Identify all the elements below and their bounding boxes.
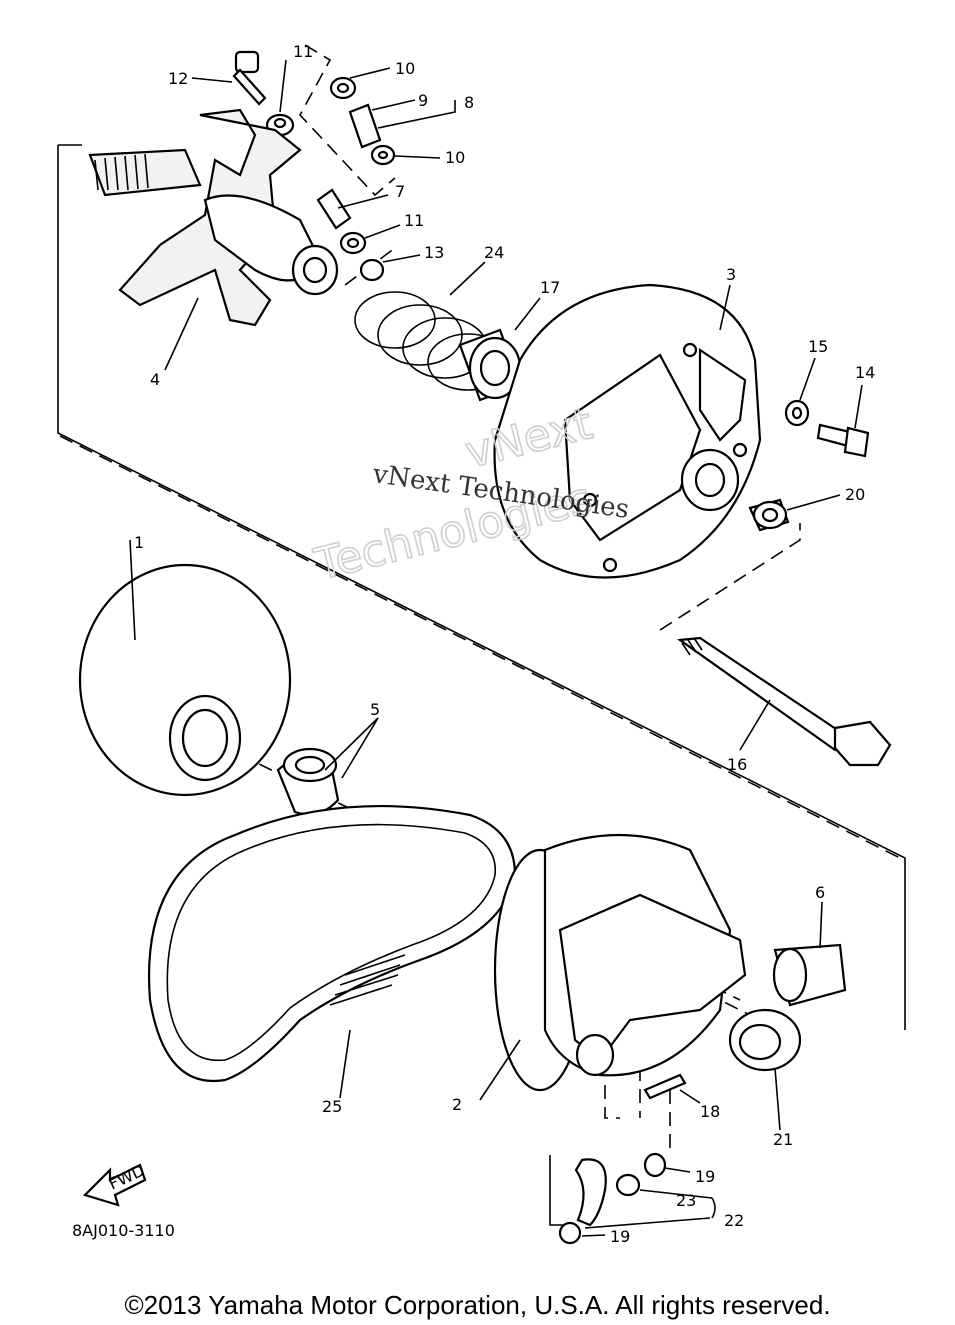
callout-leaders: [129, 59, 863, 1237]
callout-8: 8: [464, 93, 474, 112]
part-11-washer-top: [265, 113, 295, 137]
part-19-washer-bottom: [558, 1221, 582, 1245]
callout-14: 14: [855, 363, 875, 382]
callout-4: 4: [150, 370, 160, 389]
part-19-washer-top: [643, 1152, 667, 1178]
part-22-weight: [574, 1158, 607, 1227]
callout-15: 15: [808, 337, 828, 356]
callout-18: 18: [700, 1102, 720, 1121]
fwd-arrow-icon: FWD: [82, 1161, 148, 1207]
callout-19-bottom: 19: [610, 1227, 630, 1246]
callout-9: 9: [418, 91, 428, 110]
callout-3: 3: [726, 265, 736, 284]
callout-1: 1: [134, 533, 144, 552]
callout-22: 22: [724, 1211, 744, 1230]
callout-20: 20: [845, 485, 865, 504]
callout-12: 12: [168, 69, 188, 88]
part-13-collar: [359, 258, 385, 282]
callout-24: 24: [484, 243, 504, 262]
callout-2: 2: [452, 1095, 462, 1114]
part-16-long-bolt: [676, 636, 892, 767]
callout-17: 17: [540, 278, 560, 297]
part-12-bolt: [232, 50, 267, 106]
part-18-pin: [643, 1073, 687, 1100]
part-4-shaft-spider: [88, 108, 339, 327]
part-15-washer: [784, 399, 810, 427]
part-9-pin: [348, 103, 382, 149]
part-17-sleeve: [458, 328, 522, 402]
callouts: 1 2 3 4 5 6 7 8 9 10 10 11 11 12 13 14 1…: [134, 42, 875, 1246]
callout-10-top: 10: [395, 59, 415, 78]
callout-23: 23: [676, 1191, 696, 1210]
callout-6: 6: [815, 883, 825, 902]
part-11-washer-middle: [339, 231, 367, 255]
part-20-washer: [748, 498, 790, 532]
part-5-spacer: [276, 747, 340, 816]
part-3-cover: [493, 283, 762, 579]
callout-19-top: 19: [695, 1167, 715, 1186]
part-23-bushing: [615, 1173, 641, 1197]
callout-21: 21: [773, 1130, 793, 1149]
part-2-movable-sheave: [493, 833, 747, 1092]
part-25-v-belt: [148, 804, 517, 1083]
callout-10-bottom: 10: [445, 148, 465, 167]
part-14-bolt: [816, 423, 870, 458]
callout-13: 13: [424, 243, 444, 262]
part-7-roller: [316, 188, 352, 230]
callout-11-top: 11: [293, 42, 313, 61]
callout-11-middle: 11: [404, 211, 424, 230]
callout-25: 25: [322, 1097, 342, 1116]
diagram-code: 8AJ010-3110: [72, 1221, 175, 1240]
copyright-notice: ©2013 Yamaha Motor Corporation, U.S.A. A…: [124, 1290, 831, 1320]
part-21-collar: [728, 1008, 802, 1072]
part-10-bushing-bottom: [370, 144, 396, 166]
callout-16: 16: [727, 755, 747, 774]
part-10-bushing-top: [329, 76, 357, 100]
callout-5: 5: [370, 700, 380, 719]
part-6-sleeve: [772, 943, 847, 1007]
callout-7: 7: [395, 182, 405, 201]
part-1-fixed-sheave: [78, 563, 292, 797]
